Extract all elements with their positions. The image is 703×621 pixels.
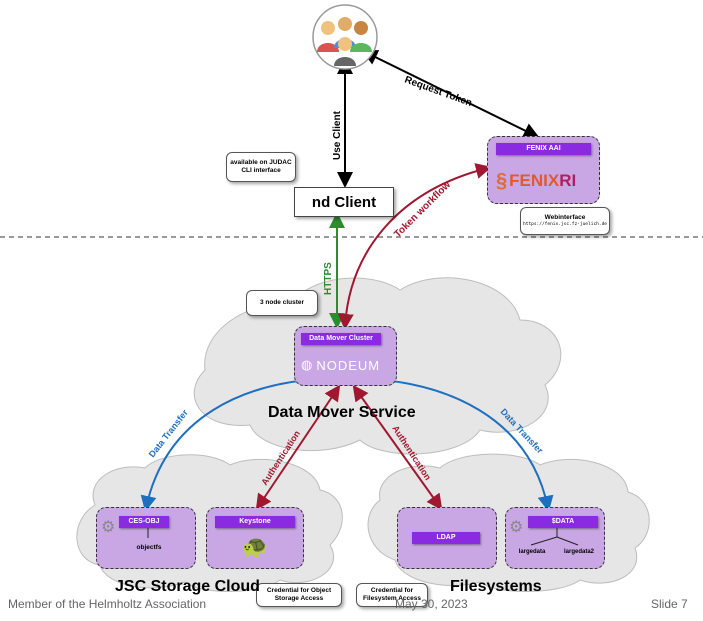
user-group-icon	[312, 4, 378, 70]
ldap-header: LDAP	[412, 532, 480, 544]
nd-client-label: nd Client	[311, 193, 377, 211]
fenix-logo-main: FENIX	[509, 171, 560, 190]
keystone-header: Keystone	[215, 516, 295, 528]
nodeum-logo-icon: ◍	[301, 357, 313, 372]
keystone-note-text: Credential for Object Storage Access	[266, 587, 332, 602]
fenix-logo-suffix: RI	[559, 171, 577, 190]
request-token-label: Request Token	[403, 74, 473, 109]
footer-organization: Member of the Helmholtz Association	[8, 597, 207, 611]
authentication-right-arrow	[352, 384, 443, 511]
cluster-note-text: 3 node cluster	[259, 299, 305, 307]
webinterface-note: Webinterface https://fenix.jsc.fz-juelic…	[520, 207, 610, 235]
ldap-note: Credential for Filesystem Access	[356, 583, 428, 607]
nodeum-logo: ◍ NODEUM	[301, 354, 396, 376]
fenix-aai-box[interactable]: FENIX AAI § FENIX RI	[487, 136, 600, 204]
sdata-header: $DATA	[528, 516, 598, 528]
data-mover-service-label: Data Mover Service	[268, 404, 416, 421]
judac-note: available on JUDAC CLI interface	[226, 152, 296, 182]
keystone-note: Credential for Object Storage Access	[256, 583, 342, 607]
filesystems-label: Filesystems	[450, 578, 542, 595]
webinterface-url: https://fenix.jsc.fz-juelich.de	[523, 222, 607, 228]
objectfs-label: objectfs	[136, 544, 162, 551]
fenix-logo: § FENIX RI	[496, 167, 592, 195]
data-mover-cluster-box[interactable]: Data Mover Cluster ◍ NODEUM	[294, 326, 397, 386]
sdata-tree-lines	[530, 528, 579, 546]
token-workflow-arrow	[337, 163, 492, 330]
https-label: HTTPS	[323, 262, 334, 295]
ldap-box[interactable]: LDAP	[397, 507, 497, 569]
gear-icon: ⚙	[509, 519, 524, 536]
fenix-logo-icon: §	[496, 169, 508, 192]
ces-obj-line	[147, 528, 149, 538]
keystone-box[interactable]: Keystone 🐢	[206, 507, 304, 569]
turtle-icon: 🐢	[241, 534, 269, 559]
jsc-storage-cloud-label: JSC Storage Cloud	[115, 578, 260, 595]
footer-slide-number: Slide 7	[651, 597, 688, 611]
nd-client-box[interactable]: nd Client	[294, 187, 394, 217]
ces-obj-box[interactable]: ⚙ CES-OBJ objectfs	[96, 507, 196, 569]
largedata2-label: largedata2	[563, 549, 594, 555]
use-client-label: Use Client	[332, 110, 343, 160]
authentication-left-arrow	[255, 384, 341, 511]
fenix-aai-header: FENIX AAI	[496, 143, 591, 155]
data-mover-cluster-header: Data Mover Cluster	[301, 333, 381, 345]
request-token-arrow	[361, 50, 540, 138]
cluster-note: 3 node cluster	[246, 290, 318, 316]
ces-obj-header: CES-OBJ	[119, 516, 169, 528]
ldap-note-text: Credential for Filesystem Access	[363, 587, 421, 602]
largedata-label: largedata	[518, 549, 546, 555]
nodeum-logo-text: NODEUM	[316, 357, 381, 373]
gear-icon: ⚙	[101, 519, 116, 536]
webinterface-title: Webinterface	[544, 214, 586, 222]
judac-note-text: available on JUDAC CLI interface	[230, 159, 292, 174]
footer-date: May 30, 2023	[395, 597, 468, 611]
